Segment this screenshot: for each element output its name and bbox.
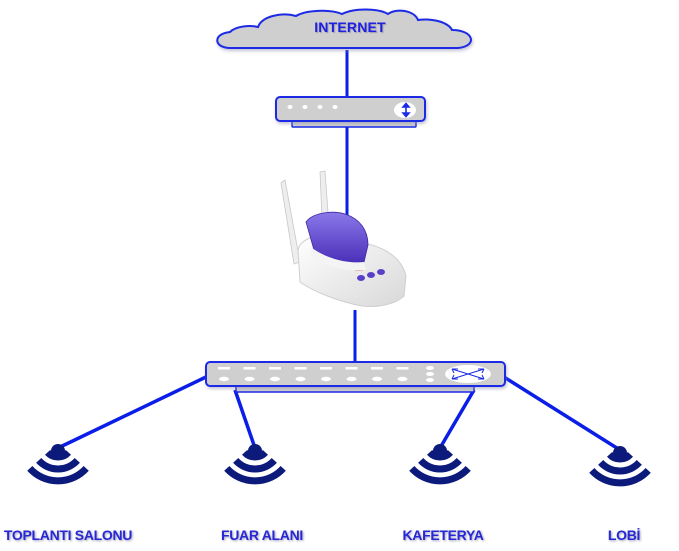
printer-button xyxy=(367,272,375,278)
link-switch-ap-2 xyxy=(233,389,257,449)
switch-port xyxy=(321,376,331,382)
link-switch-ap-1 xyxy=(57,375,207,450)
switch-port-led xyxy=(345,367,358,370)
switch-port xyxy=(346,376,357,382)
wifi-wave xyxy=(598,459,642,475)
switch-port-led xyxy=(320,367,332,370)
switch-port-led xyxy=(269,367,281,370)
hotspot-ticket-printer: —— xyxy=(280,170,407,307)
wifi-signal-icon xyxy=(409,444,471,485)
ap-label-toplanti-salonu: TOPLANTI SALONU xyxy=(3,527,133,543)
wifi-wave xyxy=(45,449,71,461)
switch-port xyxy=(397,376,408,382)
printer-brand-mark: —— xyxy=(355,267,363,272)
switch-port-led xyxy=(243,367,256,370)
ap-label-lobi: LOBİ xyxy=(607,527,641,543)
ap-label-fuar-alani: FUAR ALANI xyxy=(220,527,304,543)
antenna xyxy=(280,179,301,265)
modem xyxy=(275,96,426,128)
switch-port-led xyxy=(396,367,409,370)
internet-label: INTERNET xyxy=(314,19,386,35)
printer-button xyxy=(377,269,385,275)
wifi-wave xyxy=(224,465,286,485)
switch-port xyxy=(244,376,255,382)
switch-status-leds xyxy=(426,366,434,382)
wifi-signal-icon xyxy=(589,446,651,487)
wifi-signal-icon xyxy=(27,444,89,485)
switch-port-led xyxy=(218,367,230,370)
ap-label-kafeterya: KAFETERYA xyxy=(402,527,484,543)
network-switch xyxy=(205,361,506,393)
cross-arrows-icon xyxy=(451,368,485,380)
switch-port-led xyxy=(371,367,383,370)
wifi-wave xyxy=(409,465,471,485)
switch-port-led xyxy=(294,367,307,370)
wifi-wave xyxy=(607,451,633,463)
wifi-wave xyxy=(427,449,453,461)
link-switch-ap-4 xyxy=(503,375,621,452)
wifi-wave xyxy=(36,457,80,473)
cloud-icon xyxy=(216,8,472,49)
access-points xyxy=(27,444,651,487)
internet-cloud xyxy=(216,8,472,49)
switch-port xyxy=(219,376,229,382)
modem-port-leds xyxy=(287,105,338,109)
printer-button xyxy=(357,275,365,281)
wifi-wave xyxy=(233,457,277,473)
up-down-arrow-icon xyxy=(401,102,411,118)
modem-button xyxy=(394,102,416,118)
switch-port xyxy=(372,376,382,382)
switch-ports xyxy=(218,367,409,382)
switch-port xyxy=(295,376,306,382)
wifi-wave xyxy=(418,457,462,473)
wifi-wave xyxy=(589,467,651,487)
wifi-wave xyxy=(242,449,268,461)
hotspot-ticket-printer-icon: —— xyxy=(280,170,407,307)
wifi-signal-icon xyxy=(224,444,286,485)
switch-port xyxy=(270,376,280,382)
wifi-wave xyxy=(27,465,89,485)
modem-icon xyxy=(275,96,426,122)
link-switch-ap-3 xyxy=(438,389,476,449)
